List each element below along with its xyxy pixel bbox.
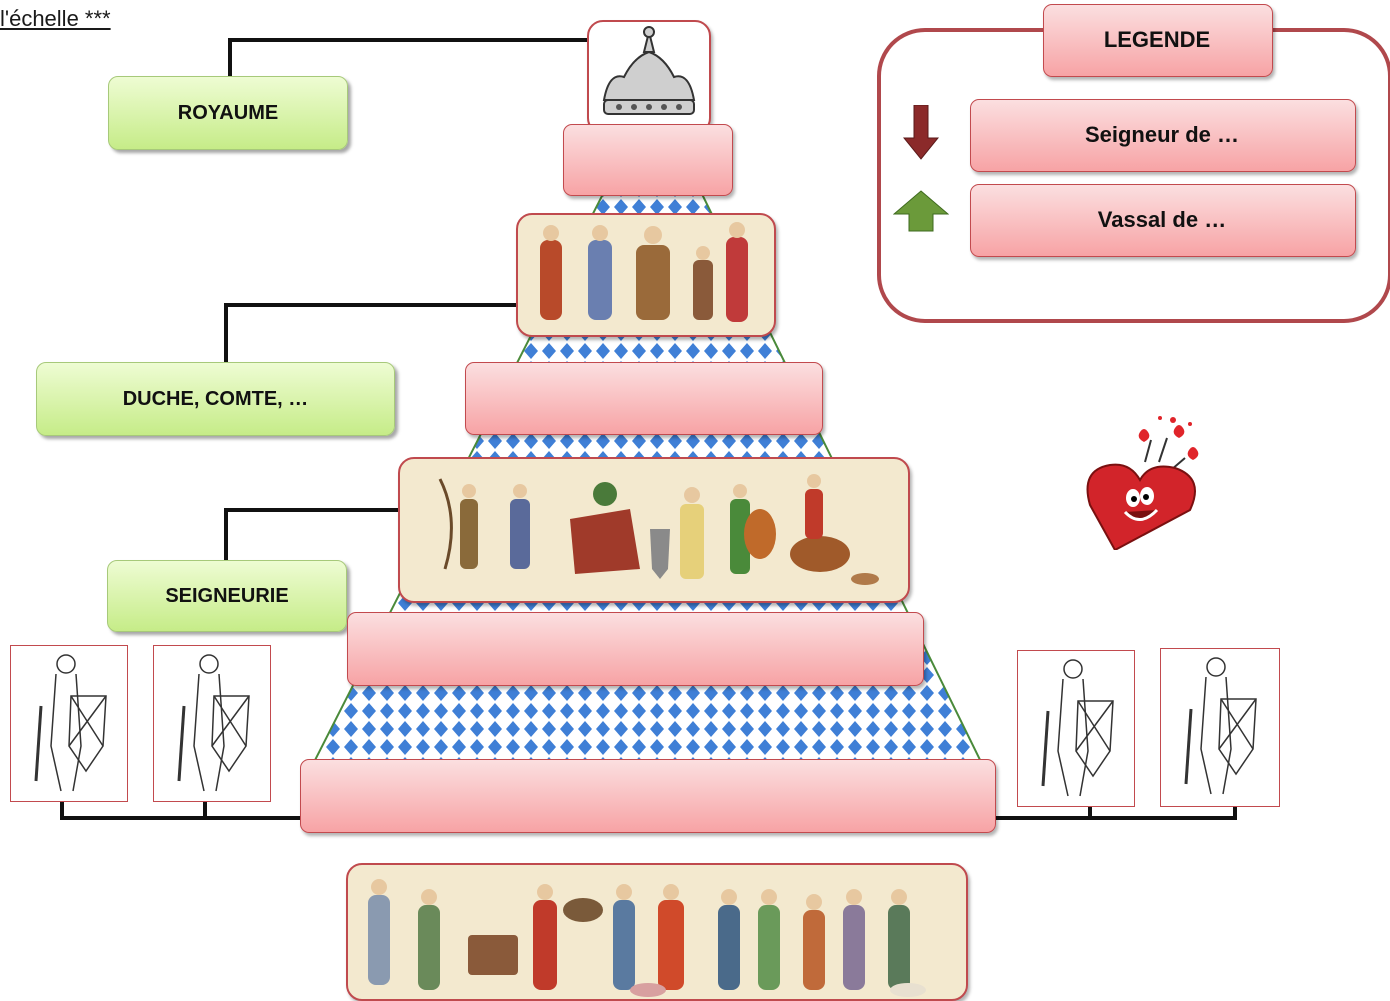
legend-heading: LEGENDE	[1103, 26, 1211, 52]
label-royaume: ROYAUME	[108, 76, 348, 150]
knight-figure	[1017, 650, 1135, 807]
nobles-illustration	[516, 213, 776, 337]
box-paysans[interactable]	[300, 759, 996, 833]
label-duche-comte: DUCHE, COMTE, …	[36, 362, 395, 436]
box-grands-seigneurs[interactable]	[465, 362, 823, 435]
peasants-illustration	[346, 863, 968, 1001]
page-title: l'échelle ***	[0, 6, 111, 31]
label-seigneurie: SEIGNEURIE	[107, 560, 347, 632]
arrow-up-icon	[892, 190, 950, 237]
legend-item-box	[970, 184, 1356, 257]
knight-figure	[1160, 648, 1280, 807]
crown-image	[587, 20, 711, 134]
legend-header-box	[1043, 4, 1273, 77]
legend-panel	[877, 28, 1390, 323]
knight-figure	[10, 645, 128, 802]
box-chevaliers[interactable]	[347, 612, 924, 686]
legend-item-label: Seigneur de …	[1084, 121, 1240, 147]
legend-item-label: Vassal de …	[1097, 206, 1227, 232]
box-roi[interactable]	[563, 124, 733, 196]
knights-illustration	[398, 457, 910, 603]
knight-figure	[153, 645, 271, 802]
heart-mascot-icon	[1085, 410, 1210, 555]
legend-item-box	[970, 99, 1356, 172]
arrow-down-icon	[902, 104, 940, 165]
